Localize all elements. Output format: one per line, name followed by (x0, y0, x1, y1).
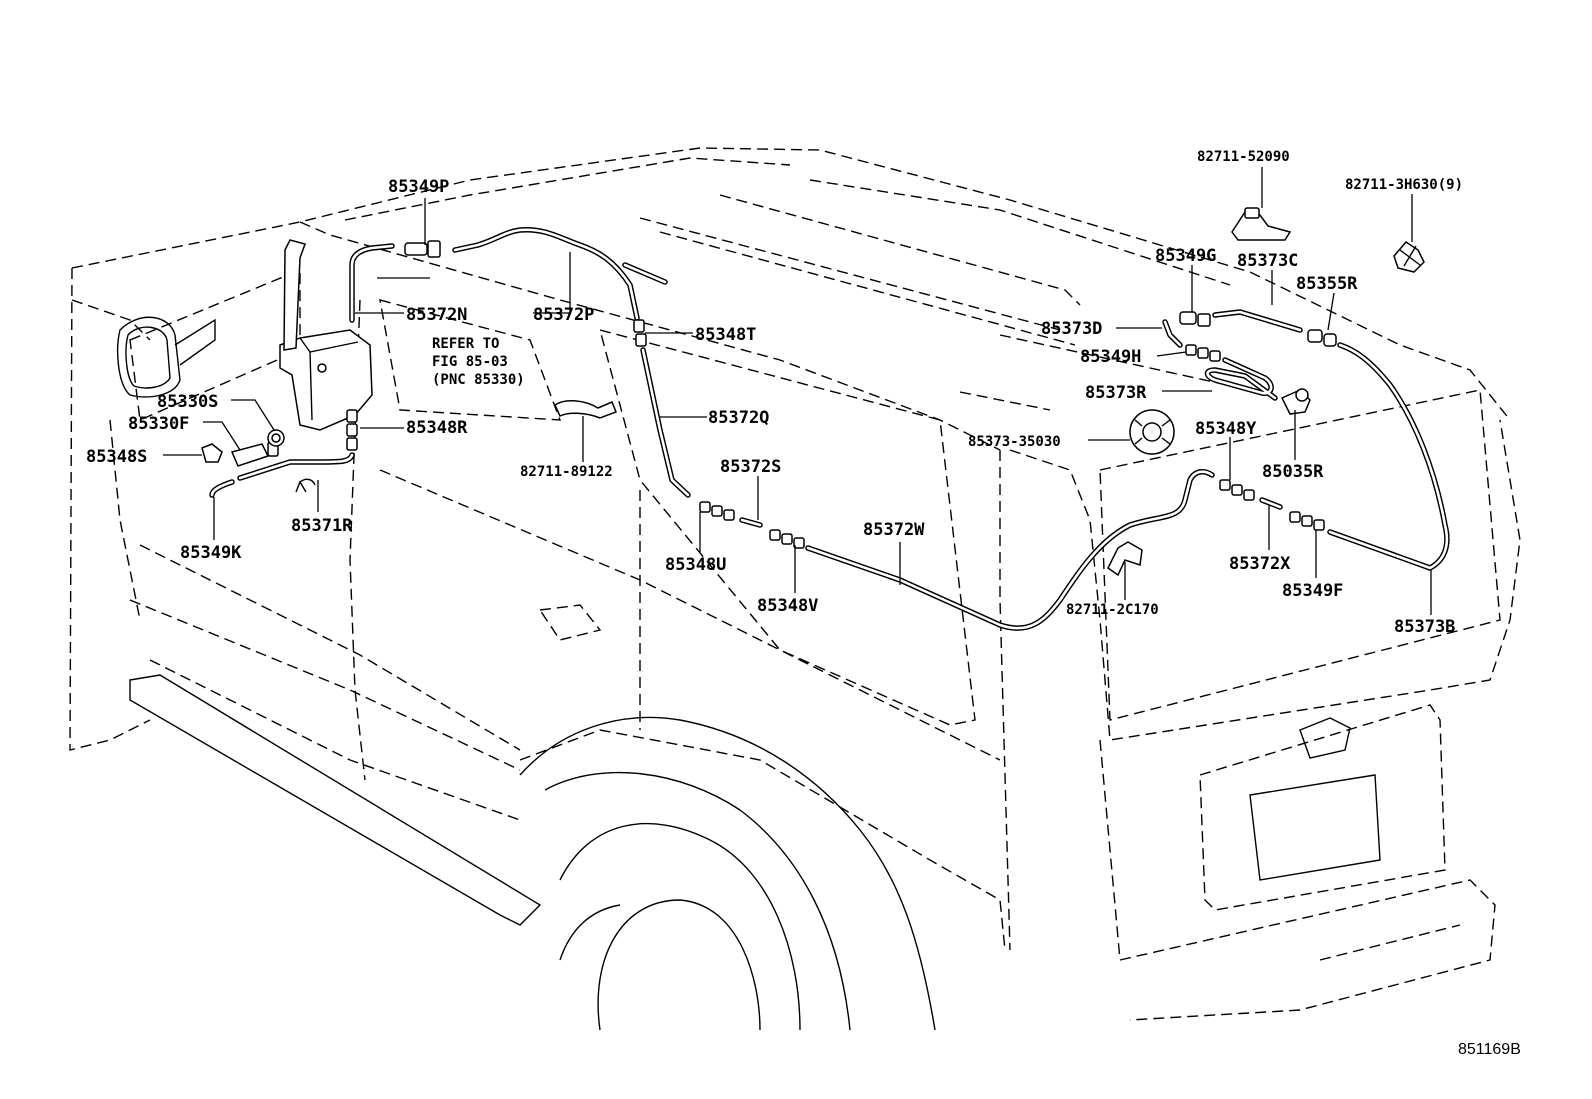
callout-85373R: 85373R (1085, 383, 1147, 403)
vehicle-outline (69, 147, 1521, 1031)
callout-85355R: 85355R (1296, 274, 1358, 294)
reference-note-line-3: (PNC 85330) (432, 372, 525, 388)
callout-85349G: 85349G (1155, 246, 1216, 266)
callout-85373-35030: 85373-35030 (968, 434, 1061, 450)
callout-85372X: 85372X (1229, 554, 1291, 574)
callout-82711-2C170: 82711-2C170 (1066, 602, 1159, 618)
callout-85349P: 85349P (388, 177, 449, 197)
callout-85348S: 85348S (86, 447, 147, 467)
callout-85348U: 85348U (665, 555, 726, 575)
callout-82711-89122: 82711-89122 (520, 464, 613, 480)
figure-id: 851169B (1458, 1041, 1521, 1058)
callout-85035R: 85035R (1262, 462, 1324, 482)
washer-hose-routing (201, 207, 1450, 631)
callout-85373D: 85373D (1041, 319, 1102, 339)
reference-note-line-2: FIG 85-03 (432, 354, 508, 370)
callout-labels: 85349P 85372N 85372P 85348T 85330S 85330… (86, 149, 1521, 1058)
callout-85371R: 85371R (291, 516, 353, 536)
callout-82711-3H630: 82711-3H630(9) (1345, 177, 1463, 193)
callout-85348R: 85348R (406, 418, 468, 438)
callout-85348T: 85348T (695, 325, 756, 345)
callout-85372P: 85372P (533, 305, 594, 325)
callout-85372N: 85372N (406, 305, 467, 325)
callout-85349K: 85349K (180, 543, 242, 563)
callout-82711-52090: 82711-52090 (1197, 149, 1290, 165)
callout-85349F: 85349F (1282, 581, 1343, 601)
reference-note-line-1: REFER TO (432, 336, 499, 352)
callout-85348V: 85348V (757, 596, 818, 616)
callout-85372Q: 85372Q (708, 408, 769, 428)
leader-lines (163, 167, 1432, 615)
callout-85348Y: 85348Y (1195, 419, 1257, 439)
callout-85330S: 85330S (157, 392, 218, 412)
callout-85372W: 85372W (863, 520, 925, 540)
callout-85330F: 85330F (128, 414, 189, 434)
callout-85372S: 85372S (720, 457, 781, 477)
washer-tank (279, 239, 373, 431)
callout-85373B: 85373B (1394, 617, 1455, 637)
callout-85373C: 85373C (1237, 251, 1298, 271)
callout-85349H: 85349H (1080, 347, 1141, 367)
